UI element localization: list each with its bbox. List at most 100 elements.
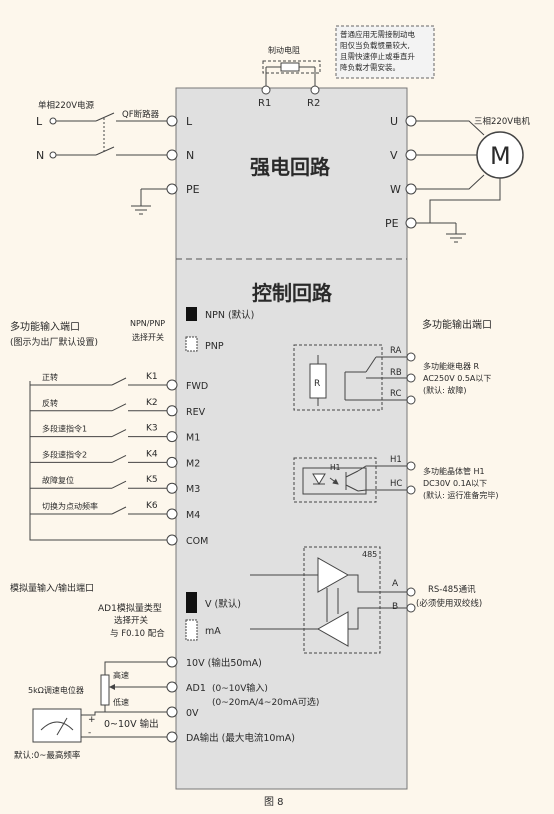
rs485-box [303,546,381,654]
relay-desc-1: 多功能继电器 R [423,361,480,371]
term-da-label: DA输出 (最大电流10mA) [186,732,295,744]
input-terminal-label: FWD [186,381,208,392]
input-port-title: 多功能输入端口 [10,320,80,333]
ad1-selector-1: AD1模拟量类型 [98,602,162,614]
input-terminal-label: M3 [186,484,200,495]
terminal-input-3 [166,431,178,443]
brake-resistor-dashed-box [262,60,321,74]
terminal-r1 [261,85,271,95]
npn-switch-label-1: NPN/PNP [130,319,165,328]
r1-label: R1 [258,98,271,109]
com-label: COM [186,536,208,547]
transistor-desc-2: DC30V 0.1A以下 [423,479,487,488]
transistor-box [293,457,377,503]
terminal-input-5 [166,482,178,494]
transistor-desc-1: 多功能晶体管 H1 [423,466,485,476]
svg-text:+: + [88,715,96,725]
terminal-input-6 [166,508,178,520]
input-switch-label: K2 [146,398,158,408]
input-switch-label: K6 [146,501,158,511]
control-section-title: 控制回路 [252,281,333,305]
term-pe-label: PE [186,183,200,196]
output-port-title: 多功能输出端口 [422,318,492,331]
meter-icon [32,708,82,743]
terminal-ra [406,352,416,362]
terminal-pe-out [405,217,417,229]
ad1-type-switch [186,592,197,613]
rs485-desc-2: (必须使用双绞线) [416,598,482,609]
pnp-label: PNP [205,341,224,352]
npn-label: NPN (默认) [205,309,254,321]
terminal-u [405,115,417,127]
input-terminal-label: REV [186,407,206,418]
input-terminal-label: M1 [186,433,200,444]
low-speed-label: 低速 [113,697,129,707]
terminal-rc [406,395,416,405]
ad1-selector-2: 选择开关 [114,615,149,626]
term-0v-label: 0V [186,708,199,719]
relay-coil-label: R [314,379,320,389]
terminal-com [166,534,178,546]
input-function-label: 多段速指令2 [42,449,87,459]
terminal-n [166,149,178,161]
note-line-4: 降负载才需安装。 [340,62,400,72]
rc-label: RC [390,389,401,399]
terminal-b [406,603,416,613]
npn-switch-label-2: 选择开关 [132,332,164,342]
input-terminal-label: M4 [186,510,200,521]
drive-box [175,87,408,790]
input-port-subtitle: (图示为出厂默认设置) [10,336,98,348]
ad1-selector-3: 与 F0.10 配合 [110,628,165,639]
note-box [335,25,435,79]
note-line-1: 普通应用无需接制动电 [340,29,415,39]
breaker-label: QF断路器 [122,109,160,120]
note-line-3: 且需快速停止或垂直升 [340,51,415,61]
line-l-label: L [36,115,43,128]
svg-text:-: - [88,728,91,738]
h1-label: H1 [390,455,402,465]
terminal-input-4 [166,456,178,468]
motor-symbol: M [490,142,511,170]
terminal-a [406,587,416,597]
npn-pnp-switch [186,307,197,321]
line-n-label: N [36,149,44,162]
input-function-label: 反转 [42,398,58,408]
a-label: A [392,579,399,589]
terminal-input-1 [166,379,178,391]
pot-label: 5kΩ调速电位器 [28,685,84,695]
high-speed-label: 高速 [113,670,129,680]
rs485-desc-1: RS-485通讯 [428,584,476,595]
relay-desc-3: (默认: 故障) [423,385,466,395]
input-function-label: 切换为点动频率 [42,501,98,511]
note-line-2: 阻仅当负载惯量较大, [340,40,410,50]
power-section-title: 强电回路 [250,155,331,179]
ra-label: RA [390,346,402,356]
rb-label: RB [390,368,402,378]
terminal-0v [166,706,178,718]
terminal-ad1 [166,681,178,693]
input-function-label: 多段速指令1 [42,424,87,434]
rs485-tag: 485 [362,550,377,559]
term-n-label: N [186,149,194,162]
ad1-range-2: (0~20mA/4~20mA可选) [212,696,319,708]
relay-desc-2: AC250V 0.5A以下 [423,374,491,383]
input-function-label: 正转 [42,372,58,382]
term-10v-label: 10V (输出50mA) [186,657,262,669]
terminal-w [405,183,417,195]
v-mode-label: V (默认) [205,598,241,610]
term-u-label: U [390,115,398,128]
term-l-label: L [186,115,193,128]
r2-label: R2 [307,98,320,109]
term-w-label: W [390,183,401,196]
potentiometer-icon [100,674,110,706]
brake-resistor-label: 制动电阻 [268,45,300,55]
meter-output-label: 0~10V 输出 [104,718,159,730]
analog-port-title: 模拟量输入/输出端口 [10,582,94,594]
transistor-h1-inner-label: H1 [330,463,341,472]
terminal-pe-in [166,183,178,195]
power-input-label: 单相220V电源 [38,100,95,111]
terminal-h1 [406,461,416,471]
input-switch-label: K4 [146,449,158,459]
hc-label: HC [390,479,402,489]
terminal-rb [406,373,416,383]
